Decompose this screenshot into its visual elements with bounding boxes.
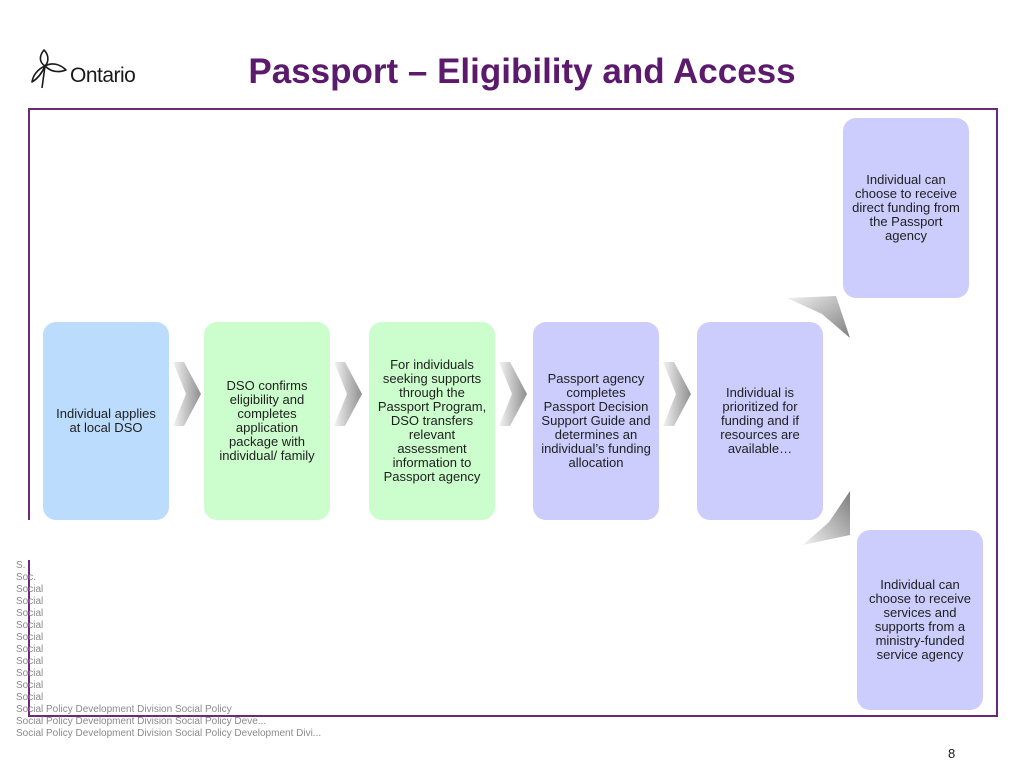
background-text-line: Social bbox=[16, 656, 44, 667]
background-text-line: Soc. bbox=[16, 572, 37, 583]
arrow-right-icon bbox=[499, 362, 527, 426]
step-decision-box: Passport agency completes Passport Decis… bbox=[533, 322, 659, 520]
background-text-line: Social Policy Development Division Socia… bbox=[16, 728, 322, 739]
step-decision-text: Passport agency completes Passport Decis… bbox=[541, 371, 651, 470]
step-prioritize-box: Individual is prioritized for funding an… bbox=[697, 322, 823, 520]
background-text-line: Social bbox=[16, 632, 44, 643]
background-text-line: Social bbox=[16, 608, 44, 619]
outcome-ministry-agency-text: Individual can choose to receive service… bbox=[869, 577, 971, 662]
background-text-line: Social Policy Development Division Socia… bbox=[16, 716, 267, 727]
arrow-right-icon bbox=[663, 362, 691, 426]
step-transfer-box: For individuals seeking supports through… bbox=[369, 322, 495, 520]
page-number: 8 bbox=[948, 746, 956, 761]
step-confirm-text: DSO confirms eligibility and completes a… bbox=[219, 378, 315, 463]
background-text-line: Social bbox=[16, 584, 44, 595]
background-text-line: Social bbox=[16, 668, 44, 679]
arrow-up-right-icon bbox=[787, 296, 850, 338]
trillium-icon bbox=[31, 49, 67, 89]
background-text-line: S. bbox=[16, 560, 26, 571]
step-transfer-text: For individuals seeking supports through… bbox=[377, 357, 487, 484]
page-title: Passport – Eligibility and Access bbox=[248, 52, 796, 91]
arrow-down-right-icon bbox=[803, 491, 850, 545]
background-watermark-text: S. Soc. Social Social Social Social Soci… bbox=[16, 560, 356, 745]
background-text-line: Social bbox=[16, 596, 44, 607]
outcome-ministry-agency-box: Individual can choose to receive service… bbox=[857, 530, 983, 710]
step-prioritize-text: Individual is prioritized for funding an… bbox=[720, 385, 800, 456]
background-text-line: Social Policy Development Division Socia… bbox=[16, 704, 232, 715]
ontario-logo: Ontario bbox=[30, 48, 160, 92]
logo-text: Ontario bbox=[70, 64, 136, 87]
background-text-line: Social bbox=[16, 680, 44, 691]
step-apply-text: Individual applies at local DSO bbox=[56, 406, 156, 435]
background-text-line: Social bbox=[16, 692, 44, 703]
background-text-line: Social bbox=[16, 644, 44, 655]
outcome-direct-funding-text: Individual can choose to receive direct … bbox=[852, 172, 960, 243]
outcome-direct-funding-box: Individual can choose to receive direct … bbox=[843, 118, 969, 298]
arrow-right-icon bbox=[334, 362, 362, 426]
background-text-line: Social bbox=[16, 620, 44, 631]
step-apply-box: Individual applies at local DSO bbox=[43, 322, 169, 520]
arrow-right-icon bbox=[173, 362, 201, 426]
step-confirm-box: DSO confirms eligibility and completes a… bbox=[204, 322, 330, 520]
